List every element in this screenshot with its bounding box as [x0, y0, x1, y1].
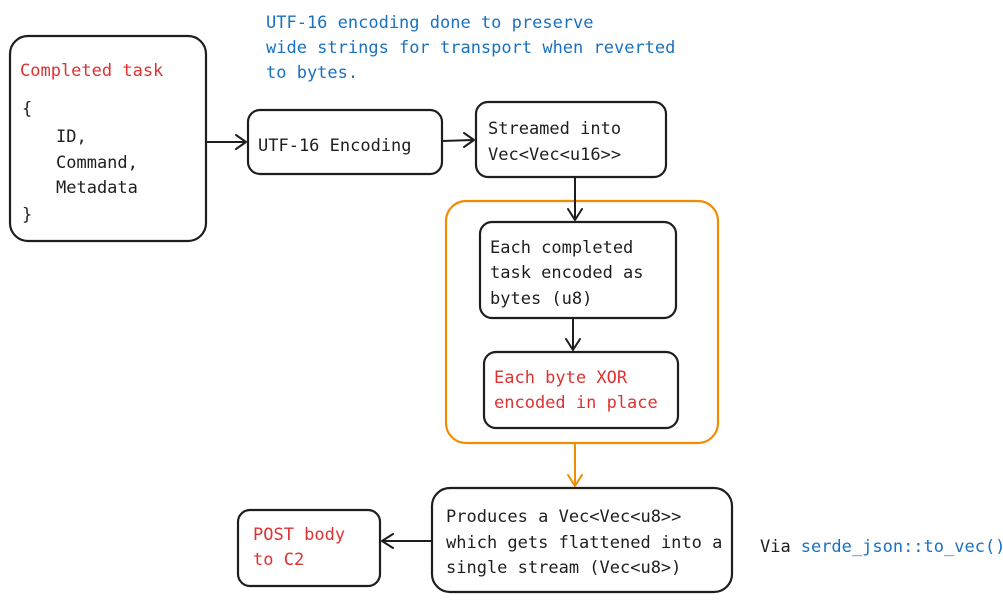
completed-task-field-id: ID,	[56, 127, 87, 147]
each-byte-xor-line-2: encoded in place	[494, 393, 658, 413]
post-body-line-2: to C2	[253, 550, 304, 570]
arrow-task-to-utf16-head	[235, 134, 247, 150]
node-streamed-into: Streamed into Vec<Vec<u16>>	[474, 100, 668, 179]
node-completed-task: Completed task { ID, Command, Metadata }	[8, 34, 208, 243]
post-body-line-1: POST body	[253, 525, 345, 545]
completed-task-close-brace: }	[22, 205, 32, 225]
each-task-bytes-line-3: bytes (u8)	[490, 289, 592, 309]
via-annotation: Via serde_json::to_vec()	[760, 537, 1003, 557]
completed-task-open-brace: {	[22, 99, 32, 119]
xor-group-frame	[444, 199, 720, 445]
produces-vec-line-2: which gets flattened into a	[446, 533, 722, 553]
utf16-annotation: UTF-16 encoding done to preserve wide st…	[266, 13, 675, 83]
arrow-task-to-utf16	[205, 134, 247, 150]
each-byte-xor-line-1: Each byte XOR	[494, 368, 628, 388]
node-each-byte-xor: Each byte XOR encoded in place	[482, 350, 680, 430]
arrow-group-to-produces-head	[567, 474, 583, 487]
produces-vec-line-1: Produces a Vec<Vec<u8>>	[446, 507, 681, 527]
arrow-utf16-to-streamed-line	[441, 139, 474, 142]
utf16-annotation-line-2: wide strings for transport when reverted	[266, 38, 675, 58]
arrow-produces-to-post-head	[381, 533, 394, 549]
each-task-bytes-line-1: Each completed	[490, 238, 633, 258]
arrow-streamed-to-each-task	[567, 176, 583, 221]
completed-task-box	[8, 34, 208, 243]
arrow-each-task-to-xor	[565, 317, 581, 351]
arrow-group-to-produces	[567, 442, 583, 487]
arrow-utf16-to-streamed	[441, 132, 475, 148]
node-post-body: POST body to C2	[236, 508, 382, 588]
each-byte-xor-box	[482, 350, 680, 430]
completed-task-field-command: Command,	[56, 153, 138, 173]
utf16-encoding-box	[246, 108, 444, 176]
utf16-annotation-line-1: UTF-16 encoding done to preserve	[266, 13, 594, 33]
arrow-produces-to-post	[381, 533, 433, 549]
node-produces-vec: Produces a Vec<Vec<u8>> which gets flatt…	[430, 486, 734, 594]
via-prefix: Via	[760, 537, 791, 557]
arrow-each-task-to-xor-head	[565, 338, 581, 351]
completed-task-title: Completed task	[20, 61, 163, 81]
post-body-box	[236, 508, 382, 588]
node-utf16-encoding: UTF-16 Encoding	[246, 108, 444, 176]
via-function: serde_json::to_vec()	[801, 537, 1003, 557]
each-task-bytes-box	[478, 220, 678, 320]
arrow-utf16-to-streamed-head	[463, 132, 475, 148]
utf16-annotation-line-3: to bytes.	[266, 63, 358, 83]
utf16-encoding-label: UTF-16 Encoding	[258, 136, 412, 156]
streamed-into-line-1: Streamed into	[488, 119, 621, 139]
arrow-streamed-to-each-task-head	[567, 208, 583, 221]
produces-vec-line-3: single stream (Vec<u8>)	[446, 558, 681, 578]
streamed-into-box	[474, 100, 668, 179]
completed-task-field-metadata: Metadata	[56, 178, 138, 198]
each-task-bytes-line-2: task encoded as	[490, 263, 644, 283]
streamed-into-line-2: Vec<Vec<u16>>	[488, 145, 621, 165]
node-each-task-bytes: Each completed task encoded as bytes (u8…	[478, 220, 678, 320]
